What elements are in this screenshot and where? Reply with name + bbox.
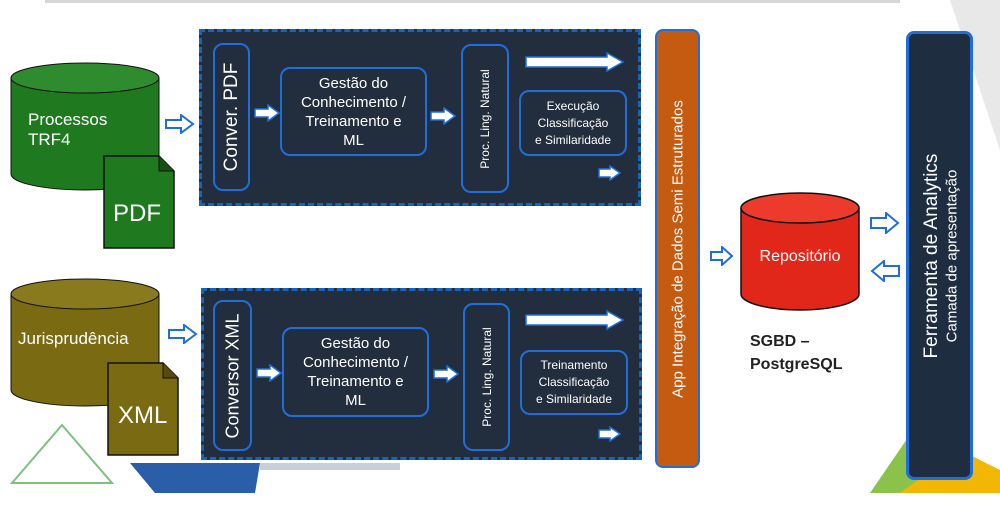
- arrow-right-icon: [165, 114, 195, 134]
- analytics-title: Ferramenta de Analytics: [920, 153, 942, 358]
- execution-label-top: Execução Classificação e Similaridade: [534, 98, 612, 147]
- nlp-label-top: Proc. Ling. Natural: [478, 68, 492, 169]
- processos-label: Processos TRF4: [28, 110, 108, 149]
- xml-converter-label: Conversor XML: [222, 312, 242, 439]
- pdf-converter-box: Conver. PDF: [213, 43, 250, 191]
- xml-doc-label: XML: [118, 402, 168, 429]
- arrow-right-icon: [254, 104, 280, 122]
- integration-app-label: App Integração de Dados Semi Estruturado…: [669, 99, 686, 398]
- arrow-right-icon: [525, 52, 625, 72]
- knowledge-management-box-top: Gestão do Conhecimento / Treinamento e M…: [280, 67, 427, 156]
- arrow-right-icon: [870, 212, 900, 234]
- nlp-box-bottom: Proc. Ling. Natural: [463, 303, 510, 451]
- pdf-document-icon: [103, 155, 175, 249]
- analytics-tool-bar: Ferramenta de Analytics Camada de aprese…: [906, 31, 973, 480]
- knowledge-management-label-top: Gestão do Conhecimento / Treinamento e M…: [300, 74, 407, 149]
- xml-document-icon: [107, 362, 179, 456]
- training-box-bottom: Treinamento Classificação e Similaridade: [520, 350, 628, 415]
- arrow-right-icon: [256, 364, 282, 382]
- execution-box-top: Execução Classificação e Similaridade: [519, 90, 627, 156]
- integration-app-bar: App Integração de Dados Semi Estruturado…: [655, 29, 700, 468]
- repository-database-icon: [740, 192, 860, 311]
- training-label-bottom: Treinamento Classificação e Similaridade: [535, 358, 613, 406]
- pdf-converter-label: Conver. PDF: [220, 62, 242, 172]
- knowledge-management-label-bottom: Gestão do Conhecimento / Treinamento e M…: [302, 335, 409, 409]
- arrow-right-icon: [430, 107, 456, 125]
- arrow-right-icon: [168, 324, 198, 344]
- arrow-left-icon: [870, 260, 900, 282]
- nlp-box-top: Proc. Ling. Natural: [461, 44, 509, 193]
- arrow-right-icon: [598, 426, 622, 442]
- jurisprudencia-label: Jurisprudência: [18, 329, 129, 348]
- repository-caption: SGBD – PostgreSQL: [750, 333, 843, 373]
- xml-converter-box: Conversor XML: [213, 300, 252, 451]
- arrow-right-icon: [598, 165, 622, 181]
- analytics-subtitle: Camada de apresentação: [943, 169, 960, 342]
- arrow-right-icon: [710, 246, 734, 266]
- arrow-right-icon: [525, 310, 625, 330]
- repository-label: Repositório: [759, 248, 841, 265]
- pdf-doc-label: PDF: [113, 200, 161, 227]
- nlp-label-bottom: Proc. Ling. Natural: [479, 327, 494, 427]
- arrow-right-icon: [433, 365, 459, 383]
- knowledge-management-box-bottom: Gestão do Conhecimento / Treinamento e M…: [282, 327, 429, 417]
- top-divider-line: [45, 0, 900, 3]
